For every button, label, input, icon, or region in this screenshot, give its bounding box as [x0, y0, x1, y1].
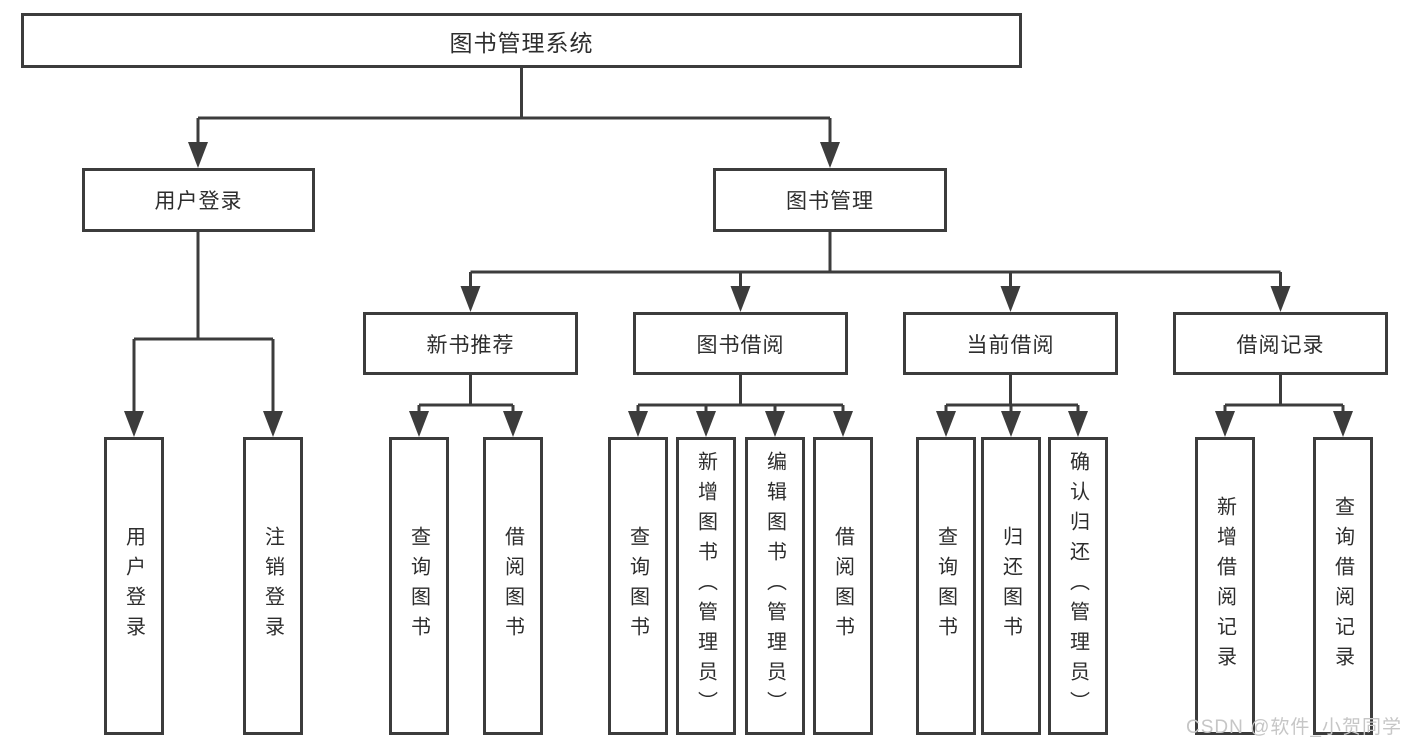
node-label: 借阅记录 [1236, 333, 1325, 357]
node-label: 图书管理系统 [449, 29, 594, 56]
node-label: 确认归还（管理员） [1066, 451, 1089, 721]
leaf-borrow-add-book-admin: 新增图书（管理员） [676, 437, 736, 735]
node-label: 图书借阅 [696, 333, 785, 357]
node-label: 查询借阅记录 [1331, 496, 1354, 676]
node-user-login: 用户登录 [82, 168, 315, 232]
csdn-watermark: CSDN @软件_小贺同学 [1186, 717, 1402, 738]
node-label: 查询图书 [626, 526, 649, 646]
node-new-book-recommend: 新书推荐 [363, 312, 578, 375]
node-label: 借阅图书 [501, 526, 524, 646]
node-label: 借阅图书 [831, 526, 854, 646]
node-label: 用户登录 [154, 190, 243, 213]
leaf-current-confirm-return-admin: 确认归还（管理员） [1048, 437, 1108, 735]
leaf-recommend-query-book: 查询图书 [389, 437, 449, 735]
node-label: 注销登录 [261, 526, 284, 646]
node-label: 新增图书（管理员） [694, 451, 717, 721]
node-label: 新增借阅记录 [1213, 496, 1236, 676]
node-current-borrow: 当前借阅 [903, 312, 1118, 375]
leaf-logout: 注销登录 [243, 437, 303, 735]
leaf-user-login: 用户登录 [104, 437, 164, 735]
leaf-recommend-borrow-book: 借阅图书 [483, 437, 543, 735]
leaf-borrow-borrow-book: 借阅图书 [813, 437, 873, 735]
leaf-borrow-edit-book-admin: 编辑图书（管理员） [745, 437, 805, 735]
node-label: 查询图书 [407, 526, 430, 646]
node-book-management: 图书管理 [713, 168, 947, 232]
node-label: 当前借阅 [966, 333, 1055, 357]
leaf-current-return-book: 归还图书 [981, 437, 1041, 735]
node-label: 归还图书 [999, 526, 1022, 646]
node-label: 新书推荐 [426, 333, 515, 357]
node-label: 用户登录 [122, 526, 145, 646]
node-book-borrow: 图书借阅 [633, 312, 848, 375]
node-label: 编辑图书（管理员） [763, 451, 786, 721]
leaf-record-query: 查询借阅记录 [1313, 437, 1373, 735]
node-label: 图书管理 [786, 190, 874, 213]
leaf-current-query-book: 查询图书 [916, 437, 976, 735]
node-label: 查询图书 [934, 526, 957, 646]
node-library-management-system: 图书管理系统 [21, 13, 1022, 68]
leaf-record-add: 新增借阅记录 [1195, 437, 1255, 735]
leaf-borrow-query-book: 查询图书 [608, 437, 668, 735]
node-borrow-record: 借阅记录 [1173, 312, 1388, 375]
